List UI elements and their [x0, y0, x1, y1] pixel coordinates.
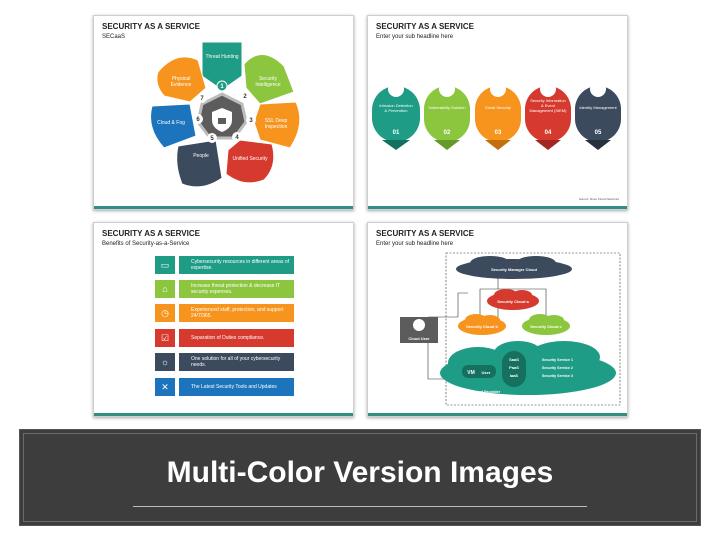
- banner-title: Multi-Color Version Images: [166, 456, 554, 489]
- benefit-row-6: The Latest Security Tools and Updates: [179, 378, 294, 396]
- slide-bottom-bar: [94, 206, 353, 209]
- slide-thumbnail-2[interactable]: SECURITY AS A SERVICE Enter your sub hea…: [367, 15, 628, 210]
- petal-num-3: 3: [249, 118, 253, 124]
- cloud-user: [400, 317, 438, 343]
- pins-diagram: 01 02 03 04 05: [372, 81, 621, 150]
- benefit-row-5: One solution for all of your cybersecuri…: [179, 353, 294, 371]
- benefit-row-2: Increase threat protection & decrease IT…: [179, 280, 294, 298]
- slide-title: SECURITY AS A SERVICE: [376, 22, 474, 31]
- pin-label-4: Security Information & Event Management …: [529, 98, 567, 113]
- petal-num-6: 6: [196, 117, 200, 123]
- user-icon: [413, 319, 425, 331]
- document-icon: [540, 81, 556, 97]
- pin-label-2: Vulnerability Solution: [428, 105, 466, 110]
- pin-label-5: Identity Management: [579, 105, 617, 110]
- slide-subtitle: Benefits of Security-as-a-Service: [102, 241, 190, 247]
- slide-bottom-bar: [368, 206, 627, 209]
- vm-label: VM: [467, 370, 475, 376]
- slide-bottom-bar: [368, 413, 627, 416]
- pin-num-5: 05: [595, 130, 602, 136]
- slide-subtitle: Enter your sub headline here: [376, 241, 454, 247]
- petal-num-5: 5: [210, 136, 214, 142]
- pin-5: [575, 81, 621, 150]
- stack-iaas: IaaS: [510, 373, 519, 378]
- pin-num-2: 02: [444, 130, 451, 136]
- banner-underline: [133, 506, 587, 507]
- slide-title: SECURITY AS A SERVICE: [102, 22, 200, 31]
- slide-thumbnail-1[interactable]: SECURITY AS A SERVICE SECaaS 1: [93, 15, 354, 210]
- petal-num-7: 7: [200, 96, 204, 102]
- security-service-2: Security Service 2: [542, 366, 573, 370]
- cloud-user-label: Cloud User: [408, 336, 430, 341]
- clock-icon: ◷: [155, 304, 175, 322]
- security-cloud-a: [487, 289, 539, 310]
- benefit-row-3: Experienced staff, protection, and suppo…: [179, 304, 294, 322]
- slide-title: SECURITY AS A SERVICE: [376, 229, 474, 238]
- pin-3: [475, 81, 521, 150]
- pin-label-3: Email Security: [485, 105, 511, 110]
- petal-label-1: Threat Hunting: [205, 54, 239, 60]
- stack-saas: SaaS: [509, 357, 519, 362]
- petal-2: [243, 54, 295, 105]
- petal-5: [176, 139, 223, 188]
- petal-num-2: 2: [243, 94, 247, 100]
- petal-1: [201, 41, 243, 91]
- cloud-provider-label: Cloud Provider: [472, 389, 501, 394]
- stack-paas: PaaS: [509, 365, 519, 370]
- security-cloud-b: [458, 314, 506, 335]
- email-lock-icon: [490, 81, 506, 97]
- security-manager-cloud: [456, 256, 572, 279]
- security-service-3: Security Service 3: [542, 374, 573, 378]
- magnifier-icon: [388, 81, 404, 97]
- security-service-1: Security Service 1: [542, 358, 573, 362]
- pin-num-3: 03: [495, 130, 502, 136]
- petal-label-2: Security Intelligence: [255, 76, 281, 88]
- pin-label-1: Intrusion Detection & Prevention: [379, 103, 413, 113]
- slide-thumbnail-3[interactable]: SECURITY AS A SERVICE Benefits of Securi…: [93, 222, 354, 417]
- slide-title: SECURITY AS A SERVICE: [102, 229, 200, 238]
- service-stack: [502, 351, 526, 387]
- benefit-row-4: Separation of Duties compliance.: [179, 329, 294, 347]
- cloud-b-label: Security Cloud b: [466, 324, 498, 329]
- cloud-a-label: Security Cloud a: [497, 299, 529, 304]
- house-down-icon: ⌂: [155, 280, 175, 298]
- checklist-icon: ☑: [155, 329, 175, 347]
- slide-thumbnail-4[interactable]: SECURITY AS A SERVICE Enter your sub hea…: [367, 222, 628, 417]
- petal-3: [253, 101, 301, 149]
- petal-label-4: Unified Security: [232, 156, 268, 162]
- pin-num-4: 04: [545, 130, 552, 136]
- slide-bottom-bar: [94, 413, 353, 416]
- monitor-icon: ▭: [155, 256, 175, 274]
- pin-4: [525, 81, 571, 150]
- petal-num-4: 4: [235, 135, 239, 141]
- petal-diagram: 1 2 3 4 5 6 7: [150, 41, 301, 188]
- caption-banner: Multi-Color Version Images: [20, 430, 700, 525]
- slide-subtitle: SECaaS: [102, 34, 126, 40]
- cloud-architecture-diagram: Security Manager Cloud Security Cloud a …: [400, 252, 621, 406]
- petal-4: [225, 139, 275, 184]
- petal-label-5: People: [193, 153, 209, 159]
- slide-subtitle: Enter your sub headline here: [376, 34, 454, 40]
- cloud-c-label: Security Cloud c: [530, 324, 562, 329]
- source-note: Source: Rose Cloud Networks: [578, 197, 619, 201]
- bug-icon: [439, 81, 455, 97]
- benefit-row-1: Cybersecurity resources in different are…: [179, 256, 294, 274]
- security-cloud-c: [522, 314, 570, 335]
- vm-box: [462, 365, 496, 378]
- petal-label-7: Physical Evidence: [170, 76, 192, 88]
- manager-label: Security Manager Cloud: [491, 267, 537, 272]
- petal-label-3: SSL Deep Inspection: [264, 118, 288, 130]
- pin-2: [424, 81, 470, 150]
- petal-6: [150, 103, 197, 149]
- shield-tools-icon: ✕: [155, 378, 175, 396]
- pin-1: [372, 81, 420, 150]
- bulb-icon: ☼: [155, 353, 175, 371]
- petal-label-6: Cloud & Fog: [157, 120, 185, 126]
- petal-num-1: 1: [220, 84, 224, 90]
- vm-user-label: User: [482, 370, 491, 375]
- pin-num-1: 01: [393, 130, 400, 136]
- id-card-icon: [590, 81, 606, 97]
